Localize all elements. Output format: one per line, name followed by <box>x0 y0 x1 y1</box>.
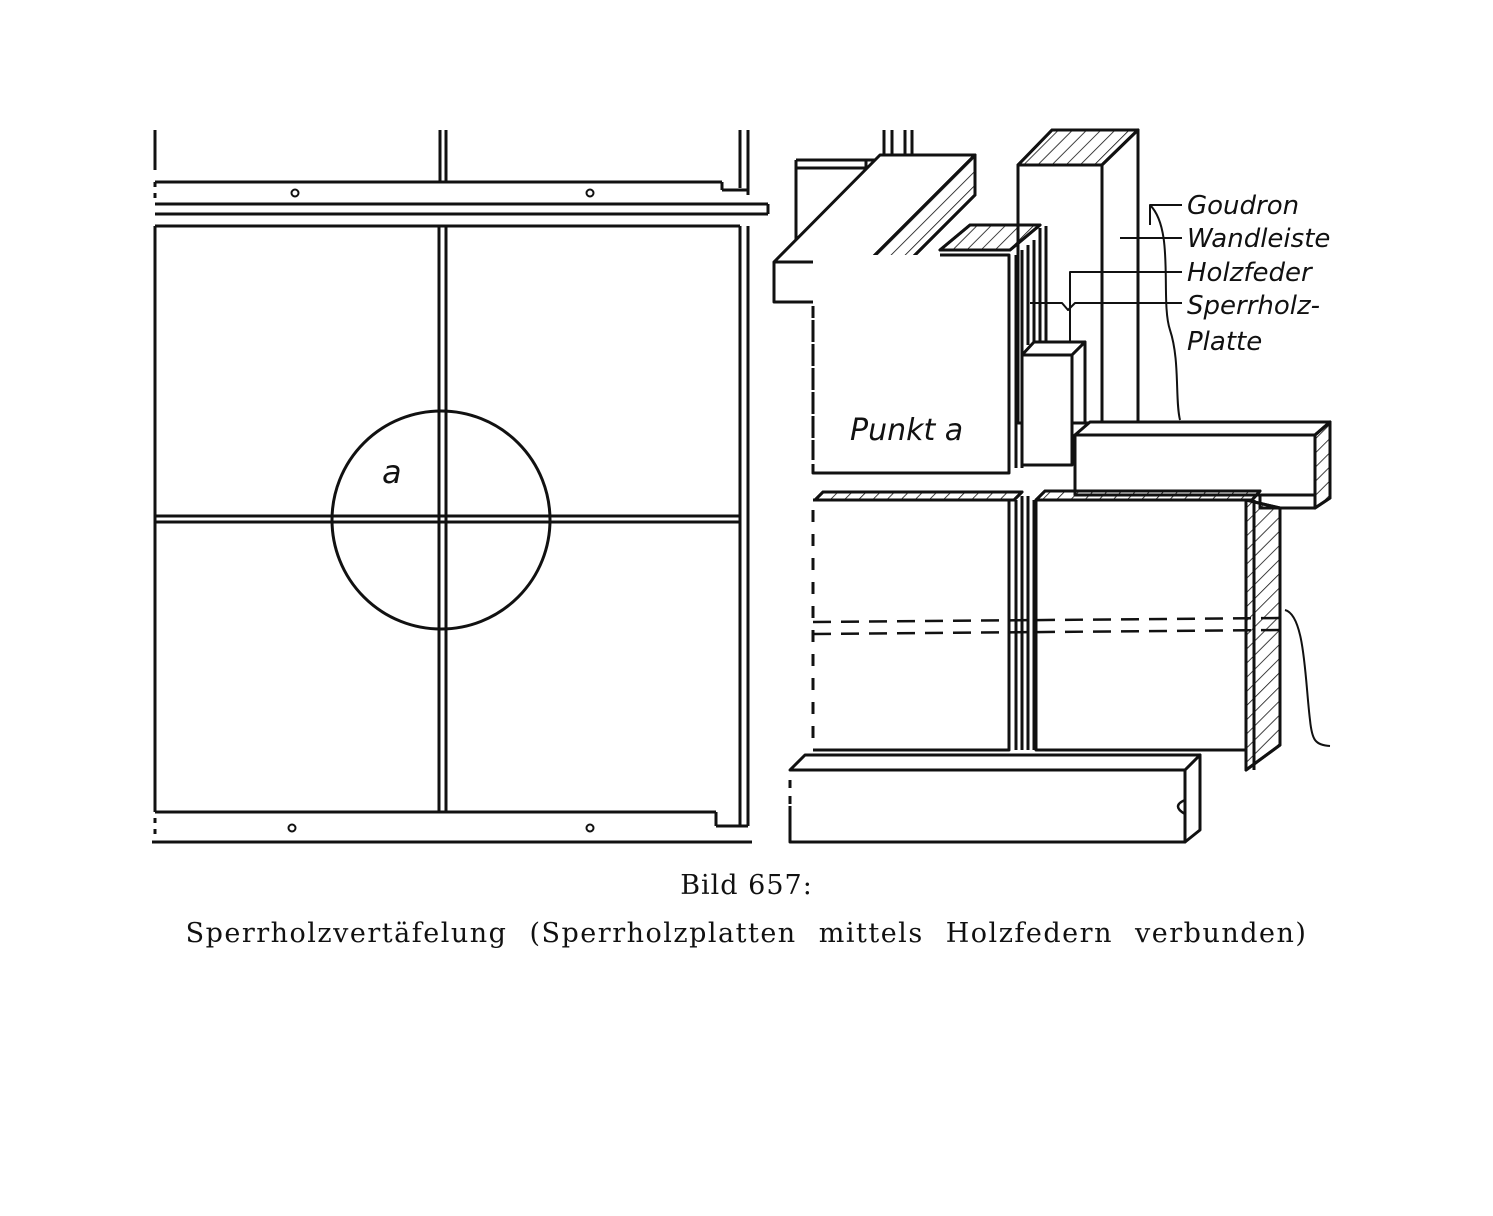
detail-labels: Goudron Wandleiste Holzfeder Sperrholz- … <box>850 191 1330 448</box>
label-holzfeder: Holzfeder <box>1187 258 1314 288</box>
horizontal-rail <box>1073 420 1332 510</box>
detail-title: Punkt a <box>850 413 963 448</box>
bottom-baseboard <box>788 753 1202 844</box>
label-wandleiste: Wandleiste <box>1187 224 1330 254</box>
tongue-block <box>1020 340 1087 467</box>
figure-caption: Sperrholzvertäfelung (Sperrholzplatten m… <box>185 918 1308 949</box>
label-goudron: Goudron <box>1187 191 1299 221</box>
label-platte: Platte <box>1187 327 1262 357</box>
goudron-strand <box>1149 204 1181 421</box>
upper-plywood-panel <box>810 223 1048 475</box>
lower-right-panel <box>1034 489 1282 772</box>
lower-left-panel <box>811 490 1036 752</box>
detail-circle <box>330 409 552 631</box>
detail-view <box>772 128 1332 844</box>
hidden-tongue-line <box>812 616 1281 636</box>
figure-number: Bild 657: <box>680 870 813 901</box>
leader-lines <box>1030 204 1182 342</box>
detail-marker-label: a <box>382 453 402 491</box>
elevation-view <box>152 130 770 844</box>
goudron-strand-lower <box>1284 609 1331 747</box>
label-sperrholz: Sperrholz- <box>1187 291 1320 321</box>
